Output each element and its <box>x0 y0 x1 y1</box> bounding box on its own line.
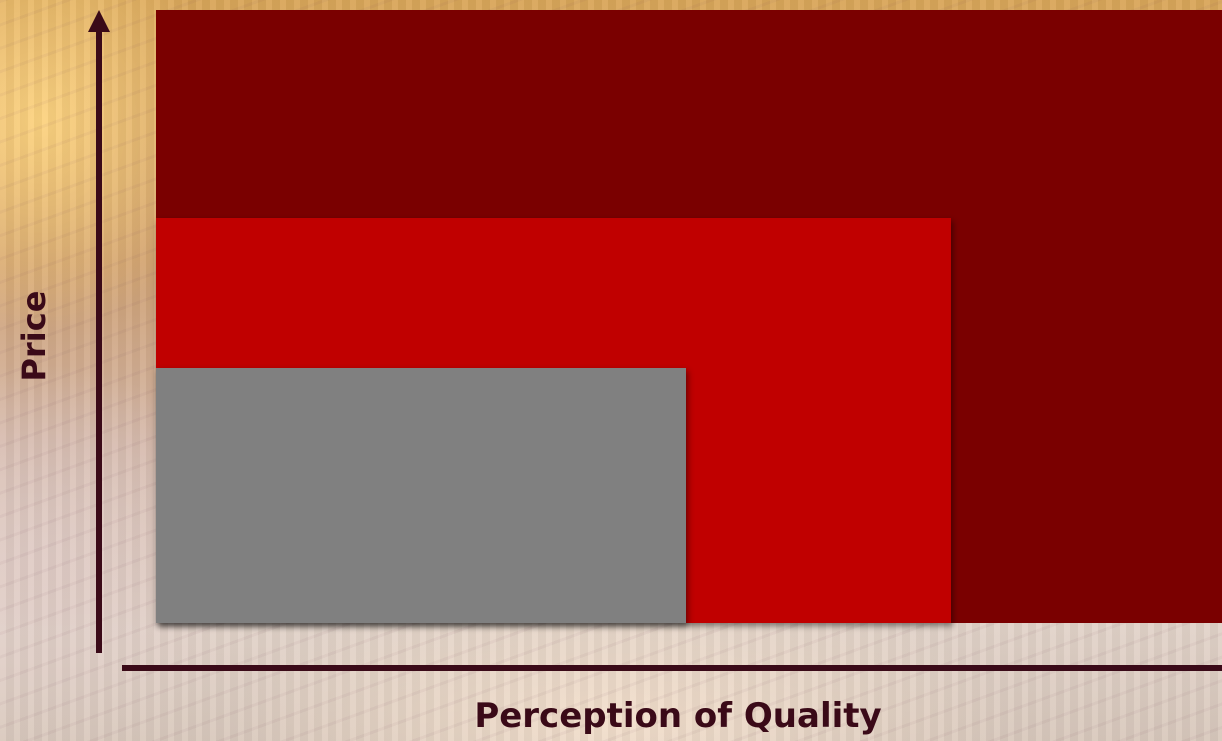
y-axis-arrowhead <box>88 10 110 32</box>
inner-block <box>156 368 686 623</box>
y-axis-line <box>96 26 102 653</box>
x-axis-line <box>122 665 1222 671</box>
x-axis-label: Perception of Quality <box>474 696 882 736</box>
y-axis-label: Price <box>15 290 53 382</box>
